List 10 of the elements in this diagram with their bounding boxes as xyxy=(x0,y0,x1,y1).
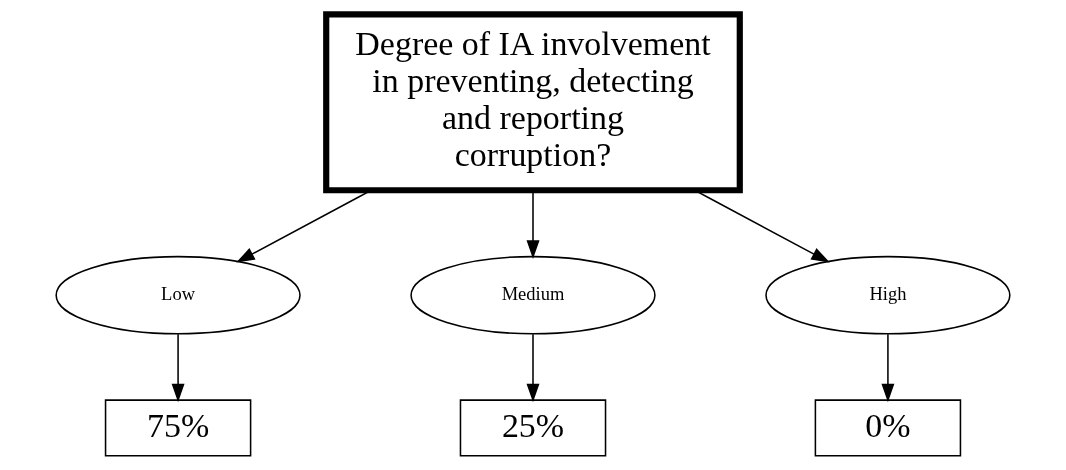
node-ellipse: High xyxy=(765,255,1011,335)
node-box: Degree of IA involvement in preventing, detecting and reporting corruption? xyxy=(323,11,743,194)
node-box: 75% xyxy=(104,399,252,457)
node-box: 0% xyxy=(814,399,962,457)
arrow xyxy=(881,333,895,403)
node-ellipse: Medium xyxy=(410,255,656,335)
node-box: 25% xyxy=(459,399,607,457)
arrow xyxy=(526,333,540,403)
node-ellipse: Low xyxy=(55,255,301,335)
arrow xyxy=(171,333,185,403)
